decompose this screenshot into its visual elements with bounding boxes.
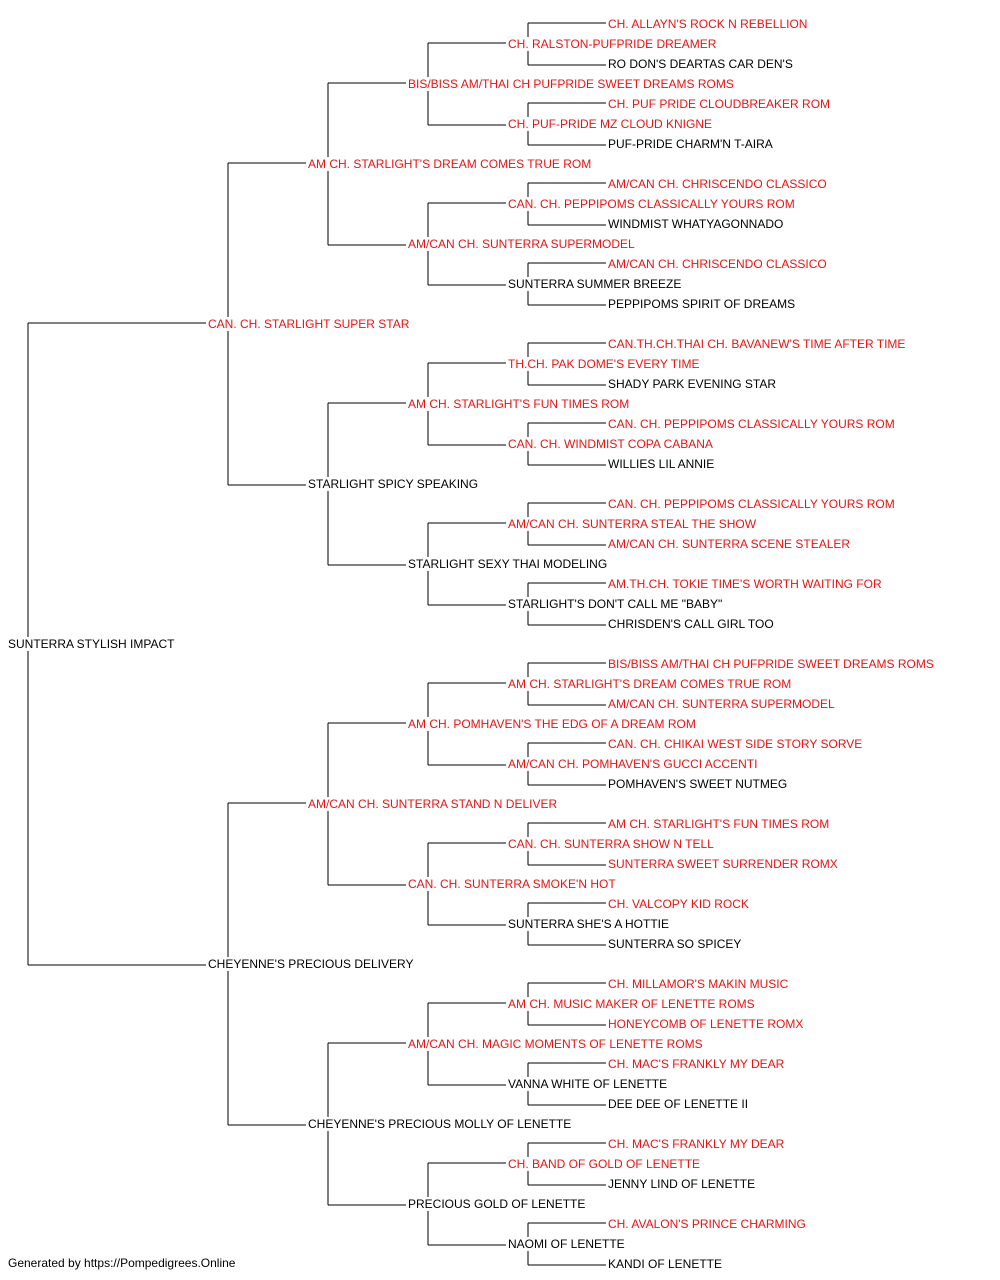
sire-name: CH. MAC'S FRANKLY MY DEAR	[607, 1057, 786, 1071]
dam-name: STARLIGHT SPICY SPEAKING	[307, 477, 480, 491]
dam-name: WILLIES LIL ANNIE	[607, 457, 716, 471]
sire-name: CAN. CH. PEPPIPOMS CLASSICALLY YOURS ROM	[607, 417, 896, 431]
sire-name: CAN.TH.CH.THAI CH. BAVANEW'S TIME AFTER …	[607, 337, 907, 351]
dam-name: WINDMIST WHATYAGONNADO	[607, 217, 785, 231]
sire-name: AM/CAN CH. CHRISCENDO CLASSICO	[607, 177, 828, 191]
dam-name: SUNTERRA SUMMER BREEZE	[507, 277, 683, 291]
sire-name: CH. MILLAMOR'S MAKIN MUSIC	[607, 977, 790, 991]
dam-name: STARLIGHT'S DON'T CALL ME "BABY"	[507, 597, 724, 611]
sire-name: BIS/BISS AM/THAI CH PUFPRIDE SWEET DREAM…	[607, 657, 935, 671]
dam-name: CAN. CH. SUNTERRA SMOKE'N HOT	[407, 877, 617, 891]
dam-name: STARLIGHT SEXY THAI MODELING	[407, 557, 609, 571]
dam-name: CH. PUF-PRIDE MZ CLOUD KNIGNE	[507, 117, 714, 131]
dam-name: DEE DEE OF LENETTE II	[607, 1097, 750, 1111]
dam-name: SUNTERRA SWEET SURRENDER ROMX	[607, 857, 839, 871]
sire-name: CH. MAC'S FRANKLY MY DEAR	[607, 1137, 786, 1151]
dam-name: HONEYCOMB OF LENETTE ROMX	[607, 1017, 805, 1031]
sire-name: CAN. CH. PEPPIPOMS CLASSICALLY YOURS ROM	[507, 197, 796, 211]
sire-name: BIS/BISS AM/THAI CH PUFPRIDE SWEET DREAM…	[407, 77, 735, 91]
sire-name: CH. RALSTON-PUFPRIDE DREAMER	[507, 37, 718, 51]
dam-name: CHEYENNE'S PRECIOUS DELIVERY	[207, 957, 415, 971]
sire-name: AM.TH.CH. TOKIE TIME'S WORTH WAITING FOR	[607, 577, 883, 591]
sire-name: CAN. CH. STARLIGHT SUPER STAR	[207, 317, 411, 331]
dam-name: JENNY LIND OF LENETTE	[607, 1177, 757, 1191]
dam-name: VANNA WHITE OF LENETTE	[507, 1077, 669, 1091]
dam-name: PRECIOUS GOLD OF LENETTE	[407, 1197, 587, 1211]
dam-name: PUF-PRIDE CHARM'N T-AIRA	[607, 137, 774, 151]
sire-name: AM CH. MUSIC MAKER OF LENETTE ROMS	[507, 997, 756, 1011]
sire-name: CH. VALCOPY KID ROCK	[607, 897, 750, 911]
dam-name: KANDI OF LENETTE	[607, 1257, 724, 1271]
sire-name: CH. AVALON'S PRINCE CHARMING	[607, 1217, 807, 1231]
dam-name: CHRISDEN'S CALL GIRL TOO	[607, 617, 775, 631]
sire-name: CH. PUF PRIDE CLOUDBREAKER ROM	[607, 97, 832, 111]
sire-name: AM CH. STARLIGHT'S DREAM COMES TRUE ROM	[307, 157, 593, 171]
dam-name: PEPPIPOMS SPIRIT OF DREAMS	[607, 297, 797, 311]
dam-name: SHADY PARK EVENING STAR	[607, 377, 778, 391]
sire-name: CAN. CH. SUNTERRA SHOW N TELL	[507, 837, 715, 851]
dam-name: NAOMI OF LENETTE	[507, 1237, 626, 1251]
dam-name: AM/CAN CH. SUNTERRA SUPERMODEL	[607, 697, 836, 711]
dam-name: SUNTERRA SO SPICEY	[607, 937, 743, 951]
sire-name: AM/CAN CH. SUNTERRA STEAL THE SHOW	[507, 517, 758, 531]
sire-name: AM CH. POMHAVEN'S THE EDG OF A DREAM ROM	[407, 717, 697, 731]
dam-name: CAN. CH. WINDMIST COPA CABANA	[507, 437, 714, 451]
dam-name: AM/CAN CH. POMHAVEN'S GUCCI ACCENTI	[507, 757, 759, 771]
sire-name: TH.CH. PAK DOME'S EVERY TIME	[507, 357, 701, 371]
sire-name: CAN. CH. CHIKAI WEST SIDE STORY SORVE	[607, 737, 864, 751]
dam-name: AM/CAN CH. SUNTERRA SUPERMODEL	[407, 237, 636, 251]
sire-name: CH. ALLAYN'S ROCK N REBELLION	[607, 17, 809, 31]
sire-name: AM CH. STARLIGHT'S FUN TIMES ROM	[607, 817, 831, 831]
dam-name: CHEYENNE'S PRECIOUS MOLLY OF LENETTE	[307, 1117, 573, 1131]
sire-name: AM/CAN CH. SUNTERRA STAND N DELIVER	[307, 797, 559, 811]
sire-name: CAN. CH. PEPPIPOMS CLASSICALLY YOURS ROM	[607, 497, 896, 511]
sire-name: CH. BAND OF GOLD OF LENETTE	[507, 1157, 702, 1171]
dam-name: RO DON'S DEARTAS CAR DEN'S	[607, 57, 794, 71]
sire-name: AM/CAN CH. MAGIC MOMENTS OF LENETTE ROMS	[407, 1037, 704, 1051]
generated-by-footer: Generated by https://Pompedigrees.Online	[8, 1256, 236, 1270]
dam-name: AM/CAN CH. SUNTERRA SCENE STEALER	[607, 537, 852, 551]
dam-name: SUNTERRA SHE'S A HOTTIE	[507, 917, 670, 931]
sire-name: AM CH. STARLIGHT'S FUN TIMES ROM	[407, 397, 631, 411]
sire-name: AM CH. STARLIGHT'S DREAM COMES TRUE ROM	[507, 677, 793, 691]
dam-name: POMHAVEN'S SWEET NUTMEG	[607, 777, 789, 791]
subject-dog-name: SUNTERRA STYLISH IMPACT	[7, 637, 176, 651]
sire-name: AM/CAN CH. CHRISCENDO CLASSICO	[607, 257, 828, 271]
